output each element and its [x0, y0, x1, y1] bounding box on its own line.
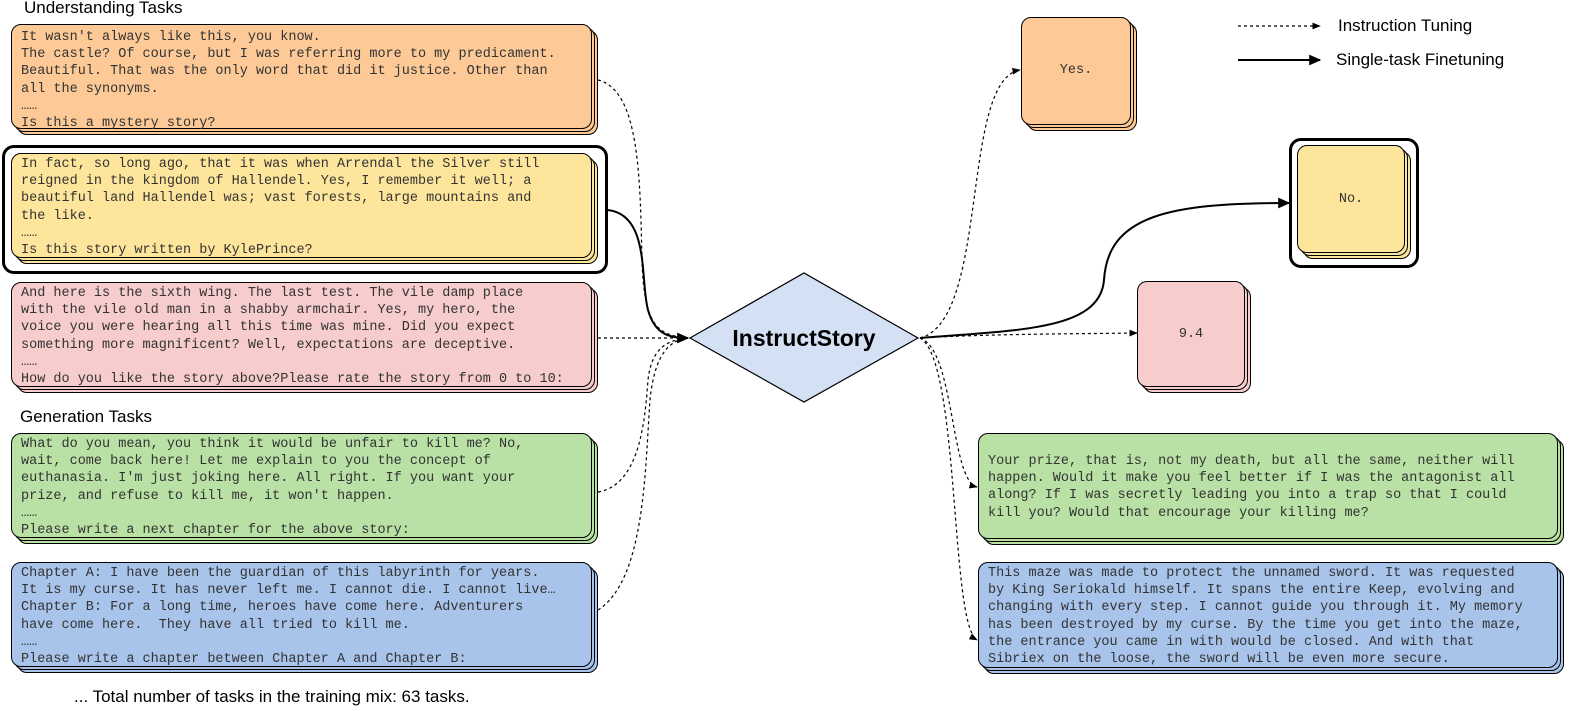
- text-line: What do you mean, you think it would be …: [21, 437, 524, 452]
- card-front: [1297, 145, 1405, 253]
- text-line: The castle? Of course, but I was referri…: [21, 47, 556, 63]
- text-line: Is this a mystery story?: [21, 116, 216, 132]
- text-line: ……: [21, 505, 38, 521]
- text-line: the entrance you came in with would be c…: [988, 634, 1475, 650]
- text-line: along? If I was secretly leading you int…: [988, 488, 1507, 504]
- input-text-3: And here is the sixth wing. The last tes…: [21, 285, 564, 388]
- input-card-3: And here is the sixth wing. The last tes…: [11, 282, 599, 394]
- text-line: Chapter A: I have been the guardian of t…: [21, 566, 540, 581]
- text-line: ……: [21, 634, 38, 650]
- text-line: something more magnificent? Well, expect…: [21, 337, 516, 353]
- text-line: It wasn't always like this, you know.: [21, 30, 321, 45]
- text-line: How do you like the story above?Please r…: [21, 372, 564, 388]
- text-line: the like.: [21, 208, 94, 224]
- dashed-edge-output-next: [919, 337, 978, 489]
- input-card-1: It wasn't always like this, you know. The…: [11, 24, 599, 136]
- input-text-4: What do you mean, you think it would be …: [21, 436, 523, 539]
- output-text-score: 9.4: [1178, 327, 1204, 342]
- legend-solid-label: Single-task Finetuning: [1336, 50, 1505, 69]
- text-line: kill you? Would that encourage your kill…: [988, 505, 1369, 521]
- output-text-no: No.: [1338, 192, 1364, 207]
- dashed-edge-input-4: [597, 337, 689, 493]
- text-line: In fact, so long ago, that it was when A…: [21, 157, 540, 172]
- output-text-next-chapter: Your prize, that is, not my death, but a…: [988, 453, 1515, 522]
- text-line: Your prize, that is, not my death, but a…: [988, 454, 1515, 469]
- text-line: Is this story written by KylePrince?: [21, 243, 313, 259]
- text-line: voice you were hearing all this time was…: [21, 320, 516, 336]
- card-front: [11, 562, 592, 667]
- text-line: by King Seriokald himself. It spans the …: [988, 583, 1515, 599]
- text-line: euthanasia. I'm just joking here. All ri…: [21, 471, 516, 487]
- text-line: wait, come back here! Let me explain to …: [21, 454, 491, 470]
- output-card-between-chapter: This maze was made to protect the unname…: [978, 562, 1568, 676]
- footer-task-count: ... Total number of tasks in the trainin…: [74, 687, 470, 706]
- input-text-2: In fact, so long ago, that it was when A…: [21, 156, 539, 259]
- card-front: [978, 433, 1558, 539]
- input-text-1: It wasn't always like this, you know. The…: [21, 29, 556, 132]
- text-line: Chapter B: For a long time, heroes have …: [21, 600, 524, 616]
- text-line: It is my curse. It has never left me. I …: [21, 583, 556, 599]
- text-line: all the synonyms.: [21, 81, 159, 97]
- text-line: beautiful land Hallendel was; vast fores…: [21, 191, 532, 207]
- highlight-frame-input-2: [2, 145, 608, 274]
- card-front: [11, 153, 592, 258]
- dashed-edge-input-5: [597, 337, 689, 611]
- highlight-frame-output-no: [1289, 138, 1419, 268]
- text-line: has been destroyed by my curse. By the t…: [988, 617, 1523, 633]
- output-card-yes: Yes.: [1021, 17, 1138, 133]
- text-line: Beautiful. That was the only word that d…: [21, 64, 548, 80]
- dashed-edge-output-yes: [919, 67, 1021, 339]
- card-front: [11, 282, 592, 387]
- output-text-yes: Yes.: [1059, 63, 1093, 78]
- text-line: Please write a next chapter for the abov…: [21, 523, 410, 539]
- output-text-between-chapter: This maze was made to protect the unname…: [988, 565, 1523, 668]
- text-line: changing with every step. I cannot guide…: [988, 600, 1523, 616]
- text-line: happen. Would it make you feel better if…: [988, 471, 1515, 487]
- card-front: [1137, 281, 1245, 387]
- text-line: ……: [21, 225, 38, 241]
- text-line: And here is the sixth wing. The last tes…: [21, 286, 524, 301]
- text-line: Please write a chapter between Chapter A…: [21, 652, 467, 668]
- input-text-5: Chapter A: I have been the guardian of t…: [21, 565, 556, 668]
- solid-edge-input-2: [607, 209, 690, 344]
- generation-tasks-title: Generation Tasks: [20, 407, 152, 426]
- text-line: ……: [21, 98, 38, 114]
- text-line: Sibriex on the loose, the sword will be …: [988, 652, 1450, 668]
- card-front: [1021, 17, 1131, 125]
- output-card-score: 9.4: [1137, 281, 1253, 397]
- legend-dashed-label: Instruction Tuning: [1338, 16, 1473, 35]
- text-line: prize, and refuse to kill me, it won't h…: [21, 488, 394, 504]
- center-node-label: InstructStory: [732, 325, 876, 351]
- output-card-next-chapter: Your prize, that is, not my death, but a…: [978, 433, 1568, 547]
- card-front: [978, 562, 1558, 668]
- text-line: have come here. They have all tried to k…: [21, 617, 410, 633]
- solid-edge-output-no: [919, 197, 1291, 339]
- text-line: This maze was made to protect the unname…: [988, 566, 1515, 581]
- input-card-4: What do you mean, you think it would be …: [11, 433, 599, 545]
- input-card-2: In fact, so long ago, that it was when A…: [11, 153, 599, 265]
- text-line: reigned in the kingdom of Hallendel. Yes…: [21, 174, 532, 190]
- understanding-tasks-title: Understanding Tasks: [24, 0, 183, 17]
- card-front: [11, 24, 592, 129]
- center-node-diamond: [688, 272, 920, 403]
- input-card-5: Chapter A: I have been the guardian of t…: [11, 562, 599, 674]
- output-card-no: No.: [1297, 145, 1413, 261]
- dashed-edge-input-1: [597, 79, 689, 339]
- card-front: [11, 433, 592, 538]
- text-line: with the vile old man in a shabby armcha…: [21, 303, 516, 319]
- text-line: ……: [21, 354, 38, 370]
- dashed-edge-output-between: [919, 337, 978, 641]
